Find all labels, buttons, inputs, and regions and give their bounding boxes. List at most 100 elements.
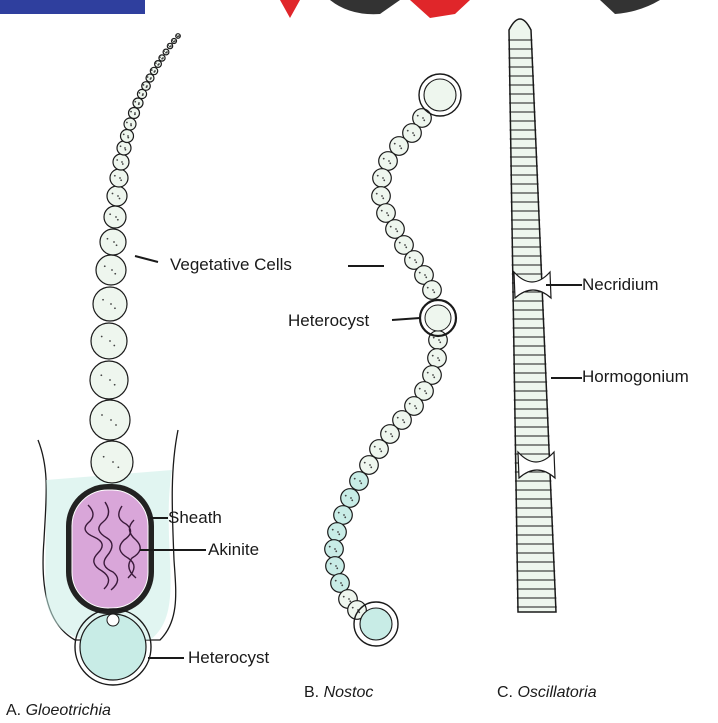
cell-dot: [159, 56, 161, 58]
cell-dot: [409, 257, 411, 259]
cell-dot: [351, 499, 353, 501]
cell-dot: [396, 230, 398, 232]
cell-dot: [381, 195, 383, 197]
gloeotrichia-cell: [93, 287, 127, 321]
cell-dot: [387, 214, 389, 216]
gloeotrichia-cell: [104, 206, 126, 228]
top-banner: [0, 0, 660, 18]
nostoc-cell: [370, 440, 389, 459]
gloeotrichia-cell: [100, 229, 126, 255]
cell-dot: [383, 158, 385, 160]
cell-dot: [138, 103, 140, 105]
cell-dot: [109, 340, 111, 342]
caption-a-prefix: A.: [6, 702, 21, 719]
cell-dot: [155, 62, 157, 64]
gloeotrichia-cell: [121, 130, 134, 143]
cell-dot: [330, 563, 332, 565]
cell-dot: [397, 417, 399, 419]
cell-dot: [403, 421, 405, 423]
nostoc-cell: [429, 331, 448, 350]
cell-dot: [409, 403, 411, 405]
label-heterocyst-nostoc: Heterocyst: [288, 311, 369, 331]
cell-dot: [122, 163, 124, 165]
cell-dot: [167, 44, 169, 46]
cell-dot: [150, 78, 152, 80]
gloeotrichia-cell: [91, 441, 133, 483]
cell-dot: [143, 84, 145, 86]
cell-dot: [117, 219, 119, 221]
label-sheath: Sheath: [168, 508, 222, 528]
akinete-inner: [72, 490, 148, 608]
cell-dot: [419, 388, 421, 390]
cell-dot: [138, 92, 140, 94]
cell-dot: [111, 269, 113, 271]
cell-dot: [395, 228, 397, 230]
cell-dot: [336, 567, 338, 569]
cell-dot: [437, 357, 439, 359]
cell-dot: [394, 143, 396, 145]
cell-dot: [386, 212, 388, 214]
cell-dot: [432, 355, 434, 357]
gloeotrichia-cell: [110, 169, 128, 187]
cell-dot: [120, 145, 122, 147]
cell-dot: [358, 611, 360, 613]
cell-dot: [402, 419, 404, 421]
nostoc-cell: [334, 506, 353, 525]
cell-dot: [354, 478, 356, 480]
cell-dot: [423, 119, 425, 121]
gloeotrichia-cell: [142, 82, 151, 91]
nostoc-cell: [350, 472, 369, 491]
caption-c-name: Oscillatoria: [517, 684, 596, 701]
cell-dot: [113, 345, 115, 347]
cell-dot: [419, 272, 421, 274]
cell-dot: [335, 565, 337, 567]
cell-dot: [102, 299, 104, 301]
caption-a-name: Gloeotrichia: [26, 702, 111, 719]
nostoc-cells: [325, 109, 448, 620]
caption-b-name: Nostoc: [324, 684, 374, 701]
cell-dot: [377, 175, 379, 177]
nostoc-cell: [372, 187, 391, 206]
cell-dot: [112, 461, 114, 463]
oscillatoria-filament: [508, 19, 557, 612]
cell-dot: [433, 291, 435, 293]
cell-dot: [433, 337, 435, 339]
gloeotrichia-cell: [113, 154, 129, 170]
cell-dot: [350, 497, 352, 499]
gloeotrichia-cell: [107, 186, 127, 206]
nostoc-cell: [360, 456, 379, 475]
cell-dot: [173, 41, 175, 43]
leader-vegetative-left: [135, 256, 158, 262]
cell-dot: [415, 261, 417, 263]
cell-dot: [388, 160, 390, 162]
cell-dot: [399, 145, 401, 147]
cell-dot: [134, 113, 136, 115]
cell-dot: [171, 39, 173, 41]
cell-dot: [432, 289, 434, 291]
cell-dot: [329, 546, 331, 548]
caption-c: C. Oscillatoria: [497, 684, 597, 702]
cell-dot: [413, 134, 415, 136]
gloeotrichia-cell: [146, 74, 154, 82]
nostoc-cell: [341, 489, 360, 508]
cell-dot: [385, 431, 387, 433]
cell-dot: [376, 193, 378, 195]
nostoc-cell: [373, 169, 392, 188]
cell-dot: [165, 52, 167, 54]
nostoc-filament: [325, 74, 461, 646]
cell-dot: [359, 480, 361, 482]
gloeotrichia-cell: [124, 118, 136, 130]
cell-dot: [115, 424, 117, 426]
cell-dot: [414, 259, 416, 261]
nostoc-cell: [423, 281, 442, 300]
cell-dot: [125, 149, 127, 151]
label-necridium: Necridium: [582, 275, 659, 295]
cell-dot: [161, 58, 163, 60]
cell-dot: [405, 246, 407, 248]
cell-dot: [107, 238, 109, 240]
cell-dot: [114, 384, 116, 386]
cell-dot: [110, 419, 112, 421]
cell-dot: [115, 216, 117, 218]
cell-dot: [177, 36, 179, 38]
cell-dot: [439, 341, 441, 343]
